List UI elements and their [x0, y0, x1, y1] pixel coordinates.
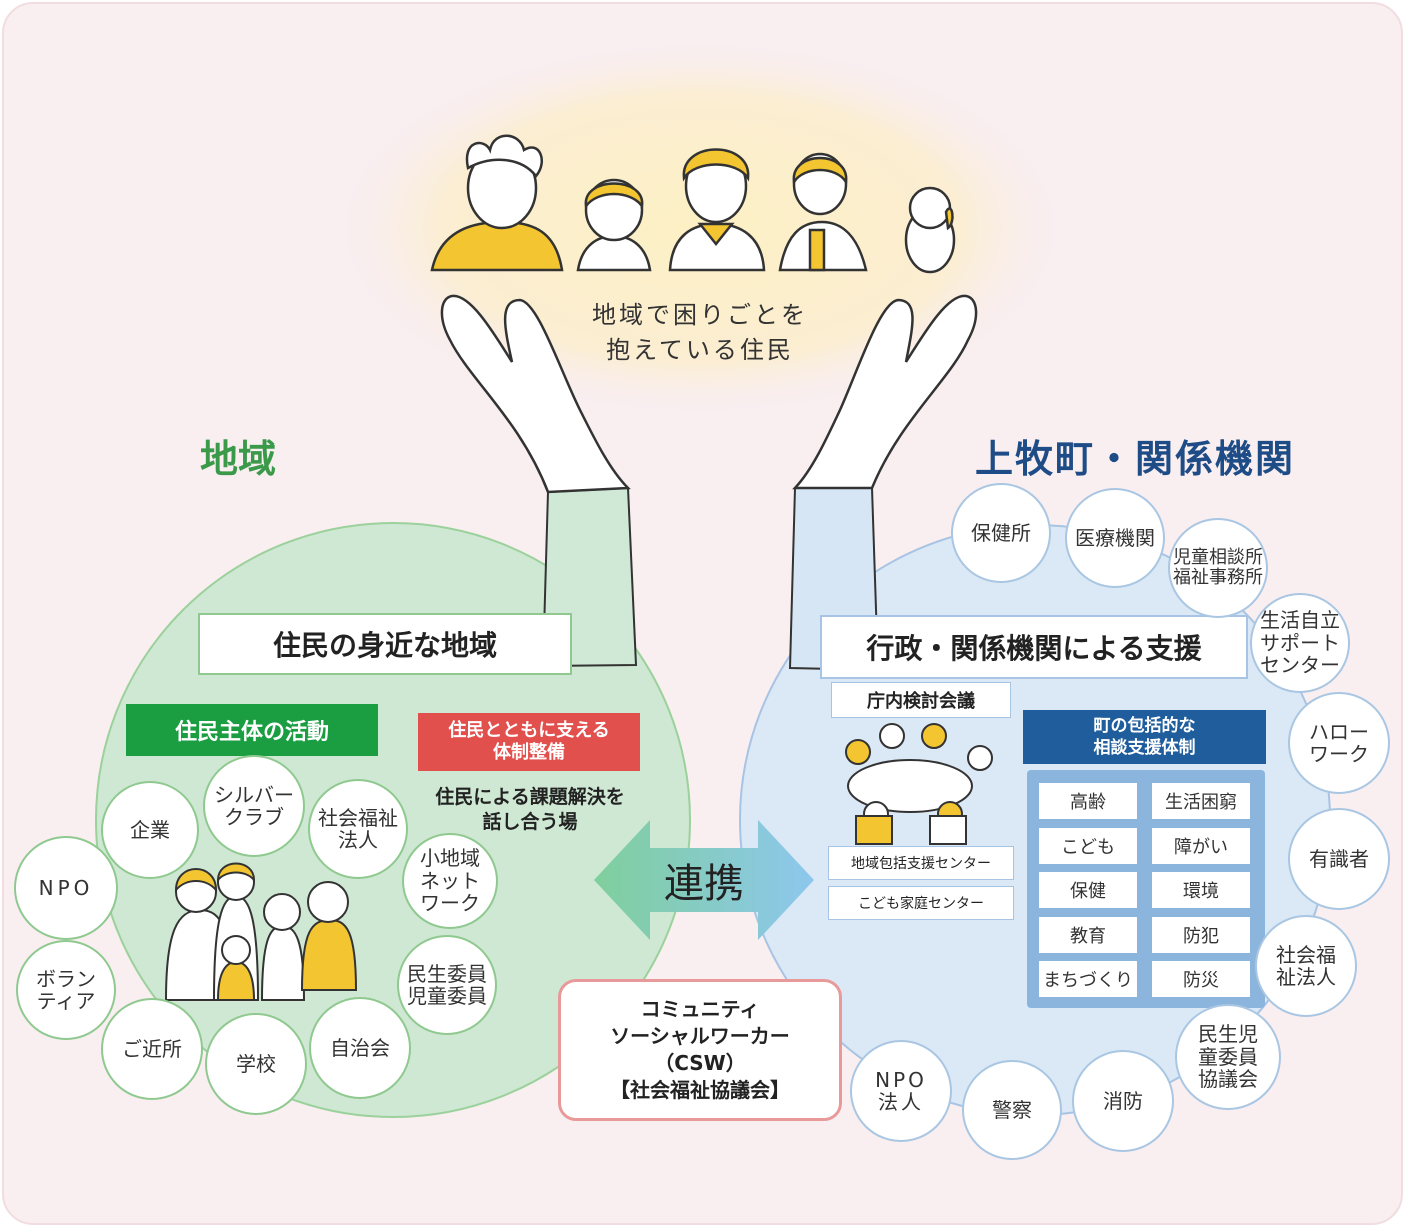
system-cell: 教育 — [1039, 917, 1137, 953]
circle-health-center: 保健所 — [951, 483, 1051, 583]
circle-neighborhood-association: 自治会 — [309, 997, 411, 1099]
circle-npo: NPO — [14, 836, 118, 940]
circle-experts: 有識者 — [1288, 808, 1390, 910]
community-heading: 地域 — [200, 437, 277, 481]
admin-heading: 上牧町・関係機関 — [975, 437, 1296, 481]
circle-local-network: 小地域 ネット ワーク — [402, 833, 498, 929]
residents-illustration — [430, 134, 956, 274]
system-cell: 防犯 — [1152, 917, 1250, 953]
left-hand — [440, 294, 631, 494]
circle-hello-work: ハロー ワーク — [1288, 692, 1390, 794]
circle-company: 企業 — [101, 781, 199, 879]
circle-volunteer: ボラン ティア — [16, 940, 116, 1040]
system-cell: 環境 — [1152, 872, 1250, 908]
system-cell: まちづくり — [1039, 961, 1137, 997]
community-support-center: 地域包括支援センター — [828, 846, 1014, 880]
residents-caption: 地域で困りごとを 抱えている住民 — [592, 301, 808, 364]
system-cell: 防災 — [1152, 961, 1250, 997]
circle-npo-corp: NPO 法人 — [850, 1040, 952, 1142]
link-arrow — [594, 820, 814, 940]
circle-welfare-commissioner: 民生委員 児童委員 — [397, 935, 497, 1035]
csw-box: コミュニティ ソーシャルワーカー （CSW） 【社会福祉協議会】 — [558, 979, 842, 1121]
link-label: 連携 — [664, 861, 744, 907]
meeting-label: 庁内検討会議 — [831, 682, 1011, 718]
consultation-system-label: 町の包括的な 相談支援体制 — [1023, 710, 1266, 764]
circle-police: 警察 — [962, 1060, 1062, 1160]
system-cell: こども — [1039, 828, 1137, 864]
child-family-center: こども家庭センター — [828, 886, 1014, 920]
consultation-system-panel: 高齢 生活困窮 こども 障がい 保健 環境 教育 防犯 まちづくり 防災 — [1027, 770, 1265, 1008]
system-cell: 生活困窮 — [1152, 783, 1250, 819]
circle-neighborhood: ご近所 — [101, 998, 203, 1100]
circle-medical-institutions: 医療機関 — [1065, 488, 1165, 588]
support-system-label: 住民とともに支える 体制整備 — [418, 713, 640, 771]
system-cell: 障がい — [1152, 828, 1250, 864]
circle-welfare-commissioner-council: 民生児 童委員 協議会 — [1175, 1004, 1281, 1110]
discussion-text: 住民による課題解決を 話し合う場 — [435, 786, 625, 833]
circle-self-reliance-support: 生活自立 サポート センター — [1250, 593, 1350, 693]
family-illustration — [164, 862, 358, 1001]
right-hand — [792, 294, 978, 490]
circle-social-welfare-corp-right: 社会福 祉法人 — [1255, 915, 1357, 1017]
circle-school: 学校 — [205, 1013, 307, 1115]
circle-child-guidance: 児童相談所 福祉事務所 — [1168, 518, 1268, 618]
circle-social-welfare-corp: 社会福祉 法人 — [308, 779, 408, 879]
circle-silver-club: シルバー クラブ — [203, 755, 305, 857]
resident-activity-label: 住民主体の活動 — [126, 704, 378, 756]
system-cell: 保健 — [1039, 872, 1137, 908]
circle-fire-department: 消防 — [1072, 1050, 1174, 1152]
community-title-box: 住民の身近な地域 — [198, 613, 572, 675]
meeting-illustration — [845, 723, 993, 845]
admin-title-box: 行政・関係機関による支援 — [820, 615, 1248, 679]
system-cell: 高齢 — [1039, 783, 1137, 819]
